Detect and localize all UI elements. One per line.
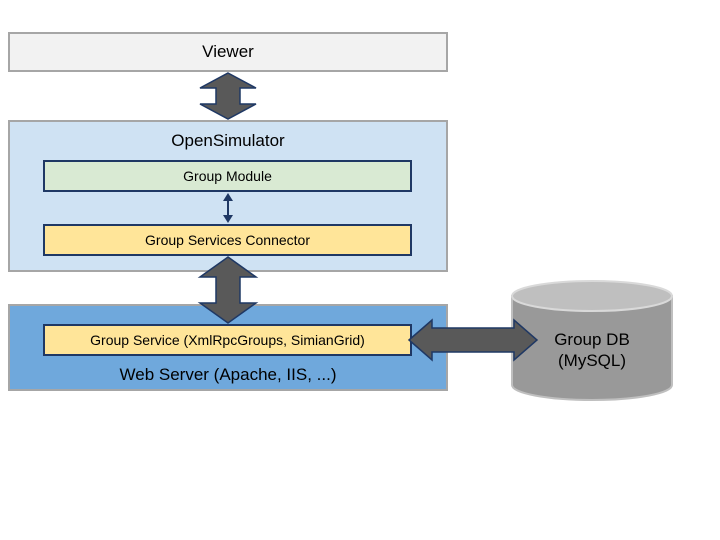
opensimulator-label: OpenSimulator (171, 131, 285, 150)
group-service-box: Group Service (XmlRpcGroups, SimianGrid) (43, 324, 412, 356)
group-module-box: Group Module (43, 160, 412, 192)
group-db-cylinder (511, 280, 673, 401)
group-db-name: Group DB (554, 330, 630, 349)
service-db-arrow (407, 318, 539, 362)
viewer-opensim-arrow (199, 72, 257, 120)
group-module-label: Group Module (183, 168, 272, 184)
group-services-connector-label: Group Services Connector (145, 232, 310, 248)
web-server-label: Web Server (Apache, IIS, ...) (119, 365, 337, 384)
connector-service-arrow (197, 256, 259, 324)
module-connector-arrow (223, 193, 233, 223)
group-db-label: Group DB (MySQL) (512, 329, 672, 371)
group-db-engine: (MySQL) (558, 351, 626, 370)
group-services-connector-box: Group Services Connector (43, 224, 412, 256)
viewer-box: Viewer (8, 32, 448, 72)
group-service-label: Group Service (XmlRpcGroups, SimianGrid) (90, 332, 365, 348)
viewer-label: Viewer (202, 42, 254, 61)
